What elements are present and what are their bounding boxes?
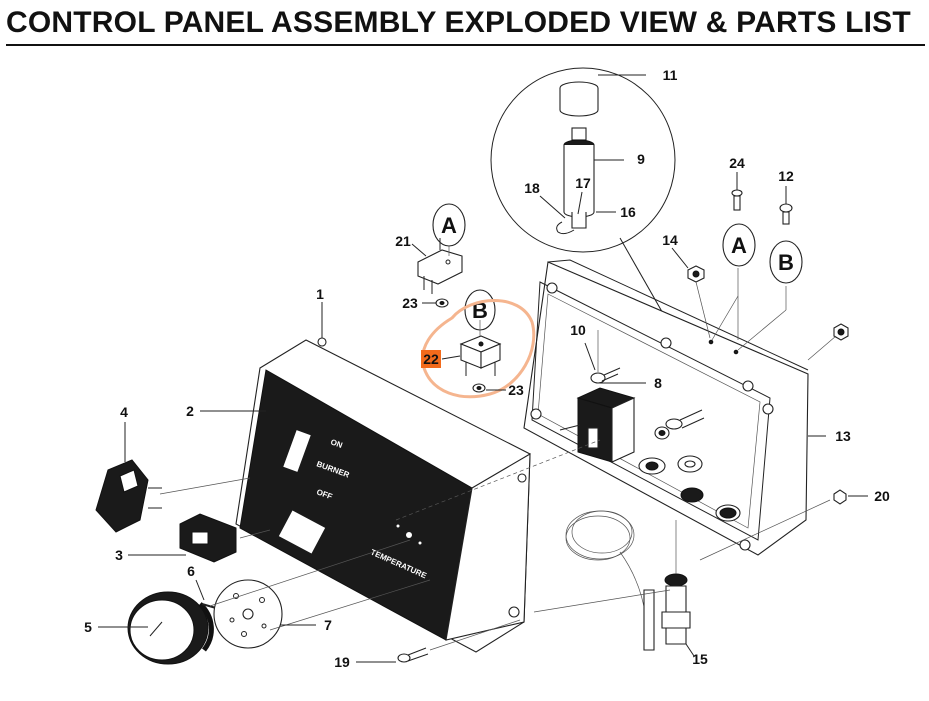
- part-23-washer-bottom: [472, 383, 486, 393]
- callout-13: 13: [835, 428, 851, 444]
- part-9-sensor: [556, 127, 595, 235]
- callout-18: 18: [524, 180, 540, 196]
- grommet-left: [654, 426, 670, 440]
- part-13-enclosure: [523, 259, 809, 556]
- part-22-block: [459, 320, 502, 376]
- part-14-nut: [687, 265, 711, 339]
- callout-10: 10: [570, 322, 586, 338]
- callout-2: 2: [186, 403, 194, 419]
- callout-15: 15: [692, 651, 708, 667]
- part-6-pin: [201, 603, 217, 609]
- part-24-screw: [731, 189, 743, 211]
- title-underline: [6, 44, 925, 46]
- callout-9: 9: [637, 151, 645, 167]
- part-3-indicator: [179, 513, 237, 563]
- part-4-rocker-switch: [95, 459, 162, 533]
- part-20-nut: [833, 489, 847, 505]
- enclosure-hole-right: [715, 504, 741, 522]
- callout-23-top: 23: [402, 295, 418, 311]
- part-11-cap: [559, 81, 599, 117]
- svg-text:A: A: [441, 213, 457, 238]
- callout-12: 12: [778, 168, 794, 184]
- side-nut: [833, 323, 849, 341]
- callout-1: 1: [316, 286, 324, 302]
- callout-11: 11: [663, 67, 678, 83]
- callout-22: 22: [423, 351, 439, 367]
- explode-lines: [159, 268, 837, 651]
- callout-6: 6: [187, 563, 195, 579]
- callout-7: 7: [324, 617, 332, 633]
- detail-key-a-top: A: [432, 203, 466, 247]
- capillary-tube-coil: [565, 510, 655, 651]
- detail-key-a-right: A: [722, 223, 756, 267]
- part-7-dial-plate: [213, 579, 283, 649]
- leader-lines: [98, 74, 868, 663]
- enclosure-hole: [680, 487, 704, 503]
- part-12-screw: [779, 203, 793, 225]
- part-15-gland: [661, 520, 691, 645]
- page-title: CONTROL PANEL ASSEMBLY EXPLODED VIEW & P…: [6, 6, 911, 39]
- relay-mount-screw: [665, 409, 705, 430]
- callout-8: 8: [654, 375, 662, 391]
- part-8-relay: [559, 387, 636, 463]
- callout-23-bottom: 23: [508, 382, 524, 398]
- callout-14: 14: [662, 232, 678, 248]
- callout-3: 3: [115, 547, 123, 563]
- callout-24: 24: [729, 155, 745, 171]
- callout-16: 16: [620, 204, 636, 220]
- enclosure-gland-left: [638, 457, 666, 475]
- callout-20: 20: [874, 488, 890, 504]
- callout-19: 19: [334, 654, 350, 670]
- svg-text:B: B: [778, 250, 794, 275]
- callout-numbers: 1 2 3 4 5 6 7 8 9 10 11 12 13 14 15 16 1…: [84, 67, 890, 670]
- callout-21: 21: [395, 233, 411, 249]
- part-21-bracket: [417, 238, 463, 294]
- detail-key-b-right: B: [769, 240, 803, 284]
- callout-5: 5: [84, 619, 92, 635]
- callout-17: 17: [575, 175, 591, 191]
- part-19-screw: [397, 647, 429, 663]
- svg-text:A: A: [731, 233, 747, 258]
- svg-text:ON: ON: [329, 437, 344, 450]
- part-2-front-panel: ON BURNER OFF TEMPERATURE: [235, 337, 531, 653]
- enclosure-gland-mid: [677, 455, 703, 473]
- part-10-screw: [590, 330, 621, 384]
- callout-22-highlight: [421, 350, 441, 368]
- callout-4: 4: [120, 404, 128, 420]
- part-23-washer-top: [435, 298, 449, 308]
- part-5-knob: [127, 591, 214, 665]
